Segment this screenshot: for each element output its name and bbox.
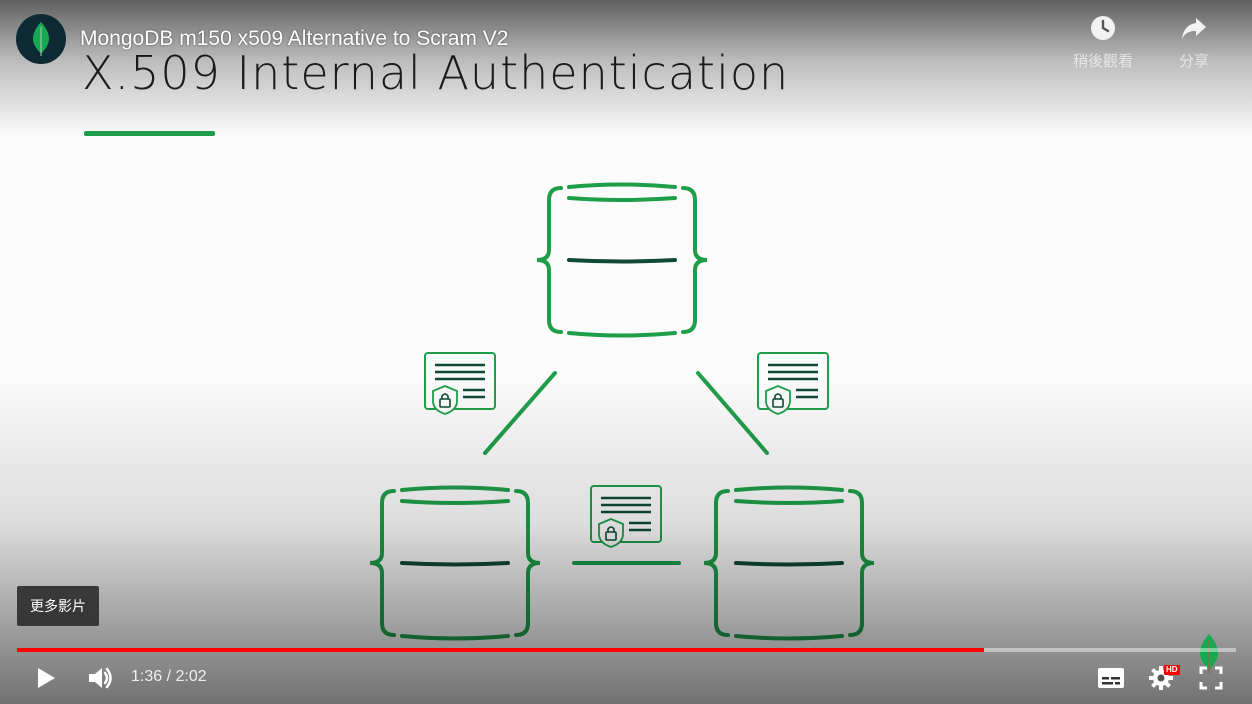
share-button[interactable]: 分享 (1154, 14, 1234, 71)
progress-bar[interactable] (17, 648, 1236, 652)
channel-watermark[interactable] (1196, 632, 1222, 679)
clock-icon (1091, 16, 1115, 40)
video-title[interactable]: MongoDB m150 x509 Alternative to Scram V… (80, 27, 509, 50)
play-icon (38, 668, 55, 688)
database-secondary-left-icon (368, 485, 542, 641)
database-primary-icon (535, 182, 709, 338)
current-time: 1:36 (131, 668, 163, 685)
player-controls: 1:36 / 2:02 (0, 656, 1252, 700)
share-label: 分享 (1178, 53, 1209, 70)
connection-line-right (696, 371, 769, 455)
subtitles-button[interactable] (1092, 656, 1130, 700)
certificate-icon (423, 351, 497, 416)
settings-button[interactable]: HD (1142, 656, 1180, 700)
play-button[interactable] (26, 656, 66, 700)
database-secondary-right-icon (702, 485, 876, 641)
more-videos-button[interactable]: 更多影片 (17, 586, 99, 626)
fullscreen-button[interactable] (1192, 656, 1230, 700)
channel-avatar[interactable] (16, 14, 66, 64)
volume-icon (89, 667, 112, 689)
subtitles-icon (1098, 668, 1124, 688)
time-display: 1:36 / 2:02 (131, 668, 207, 685)
fullscreen-icon (1199, 666, 1223, 690)
mongodb-leaf-icon (33, 22, 49, 56)
certificate-icon (589, 484, 663, 549)
hd-badge: HD (1164, 665, 1180, 675)
certificate-icon (756, 351, 830, 416)
mongodb-leaf-icon (1200, 634, 1218, 673)
watch-later-label: 稍後觀看 (1072, 53, 1133, 70)
volume-button[interactable] (80, 656, 120, 700)
watch-later-button[interactable]: 稍後觀看 (1063, 14, 1143, 71)
share-arrow-icon (1182, 18, 1206, 39)
duration: 2:02 (175, 668, 207, 685)
progress-played (17, 648, 984, 652)
